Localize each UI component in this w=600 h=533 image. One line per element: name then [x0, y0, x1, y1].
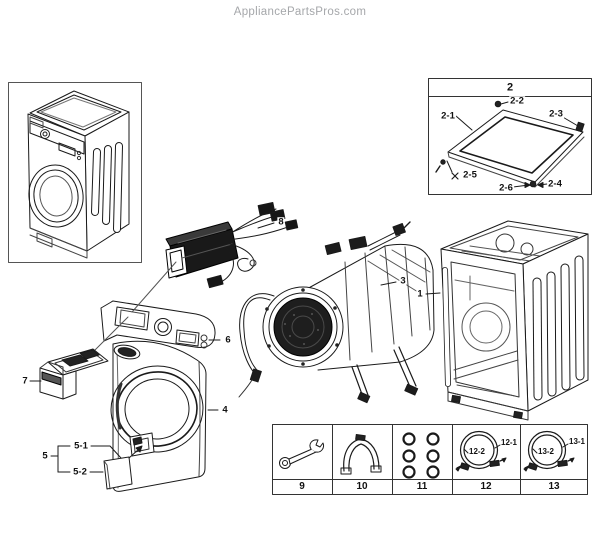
callout-1: 1 [416, 288, 424, 300]
tub-assembly-drawing [239, 222, 434, 403]
inlet-hose-coil-13-icon [524, 432, 574, 472]
callout-3: 3 [399, 275, 407, 287]
front-panel-drawing [107, 341, 218, 491]
callout-2-2: 2-2 [509, 95, 525, 107]
table-num-12: 12 [479, 481, 493, 492]
inlet-hose-coil-12-icon [456, 432, 506, 472]
callout-5: 5 [41, 450, 49, 462]
callout-2-3: 2-3 [548, 108, 564, 120]
table-num-10: 10 [355, 481, 369, 492]
table-num-11: 11 [415, 481, 429, 492]
pump-cover-drawing [51, 446, 142, 489]
callout-6: 6 [224, 334, 232, 346]
callout-13-1: 13-1 [568, 437, 586, 446]
callout-7: 7 [21, 375, 29, 387]
callout-2-4: 2-4 [547, 178, 563, 190]
top-panel-drawing [429, 79, 592, 195]
callout-5-2: 5-2 [72, 466, 88, 478]
callout-2-6: 2-6 [498, 182, 514, 194]
callout-2-1: 2-1 [440, 110, 456, 122]
wrench-icon [280, 440, 324, 469]
callout-13-2: 13-2 [537, 447, 555, 456]
callout-8: 8 [277, 216, 285, 228]
callout-5-1: 5-1 [73, 440, 89, 452]
drum-perforations [284, 313, 319, 345]
dispenser-drawer-drawing [30, 349, 108, 399]
cap-rings-icon [404, 434, 439, 478]
drain-hose-elbow-icon [341, 434, 381, 474]
washer-overview-drawing [9, 83, 142, 263]
callout-2-5: 2-5 [462, 169, 478, 181]
site-watermark: AppliancePartsPros.com [233, 6, 367, 18]
callout-12-1: 12-1 [500, 438, 518, 447]
callout-12-2: 12-2 [468, 447, 486, 456]
ring-bolts [265, 288, 339, 366]
callout-4: 4 [221, 404, 229, 416]
harness-module-drawing [166, 202, 298, 287]
callout-2: 2 [505, 81, 515, 94]
table-num-13: 13 [547, 481, 561, 492]
table-num-9: 9 [298, 481, 306, 492]
control-panel-drawing [91, 262, 220, 354]
cabinet-frame-drawing [426, 221, 588, 420]
